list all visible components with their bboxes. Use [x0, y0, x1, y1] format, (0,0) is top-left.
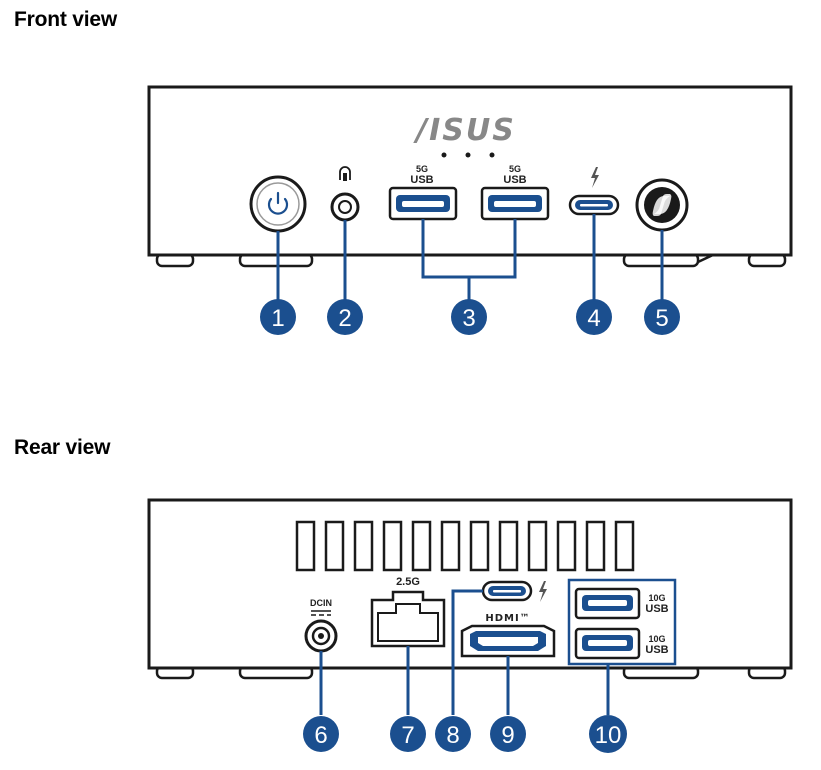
dc-symbol-icon [311, 610, 331, 616]
power-icon [267, 191, 289, 215]
status-led-icon [465, 152, 471, 158]
usb-c-port-front[interactable] [568, 194, 620, 216]
usb-group-highlight [567, 578, 677, 666]
usb-c-port-rear[interactable] [481, 580, 533, 602]
callout-number: 3 [462, 305, 475, 332]
callout-badge [435, 716, 471, 752]
callout-number: 8 [446, 722, 459, 749]
rear-view-title: Rear view [14, 436, 111, 459]
callout-number: 4 [587, 305, 600, 332]
callout-badge [390, 716, 426, 752]
callout-badge [644, 299, 680, 335]
headset-icon [339, 166, 351, 181]
lan-speed-label: 2.5G [396, 576, 420, 588]
callout-number: 7 [401, 722, 414, 749]
status-led-icon [489, 152, 495, 158]
usb-speed-label: 5G [509, 164, 521, 174]
usb-type-label: USB [503, 174, 526, 186]
copilot-button[interactable] [635, 178, 689, 232]
front-leader-lines [276, 214, 664, 300]
callout-badge [327, 299, 363, 335]
hdmi-label: HDMI™ [485, 613, 530, 624]
copilot-icon [652, 194, 672, 216]
thunderbolt-icon [539, 581, 547, 602]
dc-in-port[interactable] [304, 619, 338, 653]
usb-a-port-front-right[interactable] [480, 186, 550, 221]
front-chassis [147, 85, 793, 268]
callout-badge [451, 299, 487, 335]
front-callout-badges: 1 2 3 4 5 [260, 299, 680, 335]
callout-badge [589, 715, 627, 753]
rear-callout-badges: 6 7 8 9 10 [303, 715, 627, 753]
hdmi-port[interactable] [460, 624, 556, 658]
usb-speed-label: 10G [648, 593, 665, 603]
callout-badge [303, 716, 339, 752]
rear-leader-lines [319, 589, 610, 715]
callout-number: 1 [271, 305, 284, 332]
ethernet-port[interactable] [370, 590, 446, 648]
callout-badge [260, 299, 296, 335]
usb-a-port-rear-top[interactable] [574, 587, 641, 620]
status-led-icon [441, 152, 447, 158]
usb-a-port-front-left[interactable] [388, 186, 458, 221]
callout-number: 10 [595, 722, 622, 749]
callout-number: 2 [338, 305, 351, 332]
usb-type-label: USB [410, 174, 433, 186]
callout-badge [576, 299, 612, 335]
vent-grille [295, 520, 635, 572]
usb-a-port-rear-bottom[interactable] [574, 627, 641, 660]
callout-number: 5 [655, 305, 668, 332]
usb-speed-label: 10G [648, 634, 665, 644]
asus-logo: /ISUS [413, 113, 516, 148]
thunderbolt-icon [591, 167, 599, 188]
usb-speed-label: 5G [416, 164, 428, 174]
usb-type-label: USB [645, 644, 668, 656]
callout-number: 6 [314, 722, 327, 749]
dcin-label: DCIN [310, 598, 332, 608]
usb-type-label: USB [645, 603, 668, 615]
callout-number: 9 [501, 722, 514, 749]
power-button[interactable] [249, 175, 307, 233]
front-view-title: Front view [14, 8, 118, 31]
audio-jack[interactable] [330, 192, 360, 222]
callout-badge [490, 716, 526, 752]
